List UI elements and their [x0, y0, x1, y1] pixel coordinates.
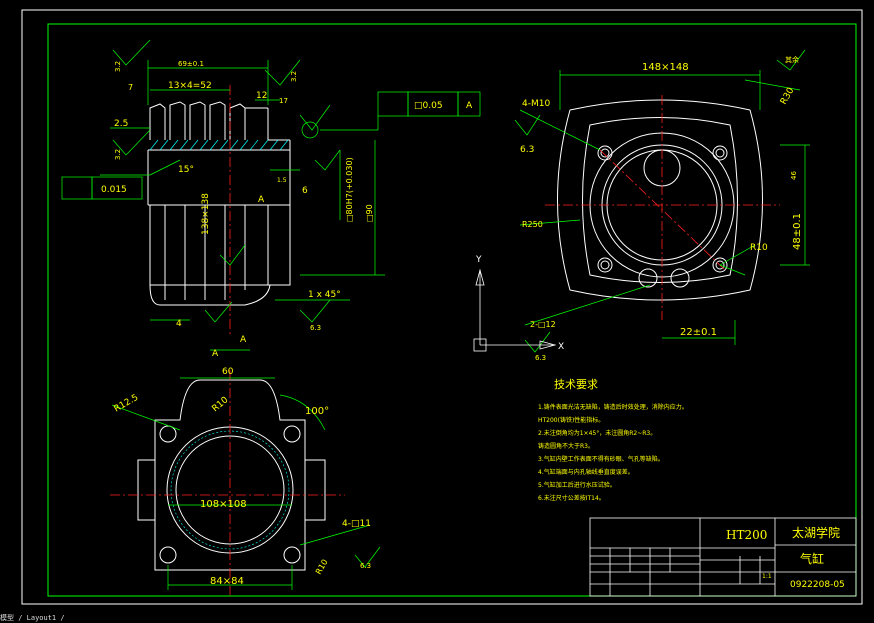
dim-4: 4	[176, 319, 182, 329]
drawing-number: 0922208-05	[790, 580, 845, 590]
part-name: 气缸	[800, 552, 825, 566]
end-view-labels: 148×148 4-M10 6.3 R30 46 48±0.1 22±0.1 2…	[520, 55, 803, 362]
datum-a-1: A	[466, 101, 473, 111]
dim-6: 6	[302, 186, 308, 196]
layout-tabs-status[interactable]: 模型 / Layout1 /	[0, 614, 874, 623]
dim-84: 84×84	[210, 576, 244, 587]
dim-60: 60	[222, 367, 234, 377]
dim-100deg: 100°	[305, 406, 329, 417]
dim-46: 46	[790, 171, 798, 180]
datum-a-4: A	[240, 335, 247, 345]
front-view-vertical-labels: 138×138 □80H7(+0.030) □90	[201, 157, 374, 235]
dim-80h7: □80H7(+0.030)	[345, 157, 354, 222]
tech-line: 1.铸件表面光洁无缺陷，铸造后时效处理，消除内应力。	[538, 404, 688, 411]
dim-48: 48±0.1	[792, 213, 803, 250]
ucs-x-label: X	[558, 342, 564, 352]
dim-2-5: 2.5	[114, 119, 128, 129]
front-section-view: 69±0.1 13×4=52 7 12 17 2.5 15° 1.5 6 4 1…	[61, 39, 481, 359]
dim-4-11: 4-□11	[342, 519, 371, 529]
dim-13x4: 13×4=52	[168, 81, 212, 91]
drawing-frame	[21, 9, 863, 605]
rough-3-2b: 3.2	[114, 149, 122, 160]
dim-138: 138×138	[201, 193, 211, 235]
tech-title: 技术要求	[554, 378, 598, 391]
dim-7: 7	[128, 83, 133, 92]
rough-6-3a: 6.3	[310, 324, 321, 332]
dim-r10: R10	[750, 243, 768, 253]
dim-108: 108×108	[200, 499, 247, 510]
datum-a-3: A	[212, 349, 219, 359]
dim-148: 148×148	[642, 62, 689, 73]
tech-line: 6.未注尺寸公差按IT14。	[538, 495, 605, 502]
dim-90: □90	[365, 204, 374, 222]
dim-1x45: 1 x 45°	[308, 290, 341, 300]
dim-r250: R250	[522, 220, 543, 229]
dim-4m10: 4-M10	[522, 99, 550, 109]
front-view-dim-labels: 69±0.1 13×4=52 7 12 17 2.5 15° 1.5 6 4 1…	[101, 60, 473, 359]
datum-a-2: A	[258, 195, 265, 205]
rough-3-2a: 3.2	[114, 61, 122, 72]
tech-line: 铸造圆角不大于R3。	[538, 443, 594, 450]
material-label: HT200	[726, 528, 768, 542]
tech-line: 4.气缸端面与内孔轴线垂直度误差。	[538, 469, 634, 476]
gdt-0015: 0.015	[101, 185, 127, 195]
gdt-005: □0.05	[414, 101, 443, 111]
rough-6-3b: 6.3	[520, 145, 534, 155]
note-other: 其余	[785, 55, 799, 64]
tech-line: 5.气缸加工后进行水压试验。	[538, 482, 616, 489]
dim-15deg: 15°	[178, 165, 194, 175]
tech-line: 2.未注倒角均为1×45°，未注圆角R2~R3。	[538, 430, 657, 437]
ucs-y-label: Y	[475, 255, 482, 265]
dim-2-12: 2-□12	[530, 320, 556, 329]
dim-12: 12	[256, 91, 267, 101]
scale: 1:1	[762, 573, 772, 580]
dim-69: 69±0.1	[178, 60, 204, 68]
tech-line: 3.气缸内壁工作表面不得有砂眼、气孔等缺陷。	[538, 456, 664, 463]
rough-6-3d: 6.3	[360, 562, 371, 570]
dim-1-5: 1.5	[277, 177, 287, 184]
school-name: 太湖学院	[792, 526, 841, 540]
ucs-icon	[473, 268, 557, 352]
rough-3-2c: 3.2	[290, 71, 298, 82]
title-block	[589, 517, 857, 597]
tech-line: HT200(铸铁)性能指标。	[538, 417, 605, 424]
dim-22: 22±0.1	[680, 327, 717, 338]
rough-6-3c: 6.3	[535, 354, 546, 362]
end-view: 148×148 4-M10 6.3 R30 46 48±0.1 22±0.1 2…	[473, 49, 810, 362]
dim-17: 17	[279, 97, 288, 105]
